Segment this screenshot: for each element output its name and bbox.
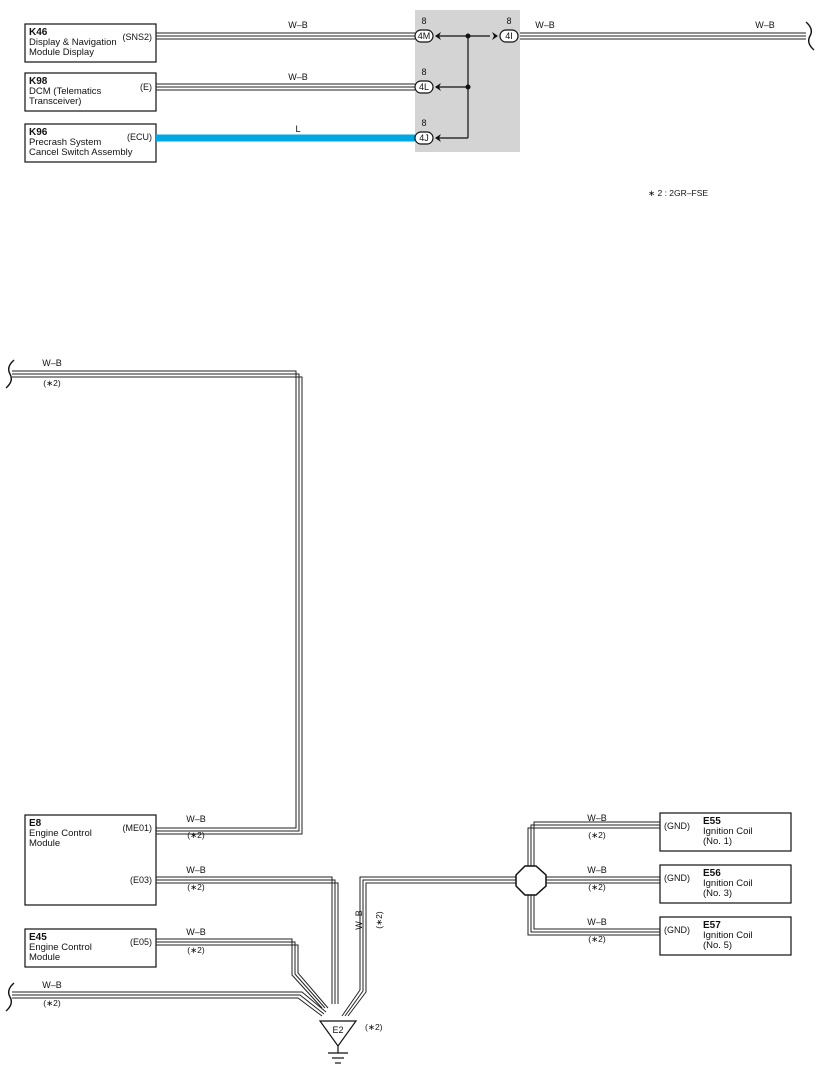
wire-color-label: W–B (755, 20, 775, 30)
wire-color-label: W–B (186, 814, 206, 824)
splice-octagon (515, 865, 547, 896)
component-code: E45 (29, 932, 47, 943)
component-k46: K46 Display & Navigation Module Display … (24, 23, 157, 63)
wire-note: (∗2) (43, 998, 61, 1008)
wire-e03 (156, 876, 339, 1004)
wire-break-icon (5, 359, 15, 389)
component-name: Module (29, 952, 60, 963)
pin-number: 8 (421, 67, 426, 77)
wire-top-left (12, 370, 303, 835)
component-e8: E8 Engine Control Module (ME01) (E03) (24, 814, 157, 906)
component-name: Engine Control (29, 828, 92, 839)
pin-number: 8 (421, 16, 426, 26)
wire-color-label: W–B (354, 910, 364, 930)
wire-e56 (546, 876, 660, 884)
pin-label: (E) (140, 82, 152, 92)
pin-label: (ECU) (127, 132, 152, 142)
wire-color-label: W–B (42, 980, 62, 990)
component-name: Ignition Coil (703, 826, 753, 837)
wire-note: (∗2) (588, 934, 606, 944)
component-e56: (GND) E56 Ignition Coil (No. 3) (659, 864, 792, 904)
splice-dot (465, 33, 471, 39)
component-name: (No. 1) (703, 836, 732, 847)
pin-label: (SNS2) (122, 32, 152, 42)
component-code: K46 (29, 27, 48, 38)
connector-4M: 4M 8 (414, 16, 441, 43)
wire-color-label: W–B (587, 865, 607, 875)
pin-number: 8 (506, 16, 511, 26)
wire-color-label: W–B (288, 72, 308, 82)
pin-label: (GND) (664, 925, 690, 935)
wire-output (520, 32, 806, 40)
wire-vertical (341, 876, 520, 1017)
component-name: Ignition Coil (703, 878, 753, 889)
component-e45: E45 Engine Control Module (E05) (24, 928, 157, 968)
connector-label: 4J (419, 133, 429, 143)
component-name: Transceiver) (29, 96, 81, 107)
component-k96: K96 Precrash System Cancel Switch Assemb… (24, 123, 157, 163)
wire-bottom-left (12, 991, 327, 1017)
component-code: E55 (703, 816, 721, 827)
wire-e05 (156, 938, 329, 1009)
ground-note: (∗2) (365, 1022, 383, 1032)
wire-note: (∗2) (588, 882, 606, 892)
component-name: (No. 3) (703, 888, 732, 899)
connector-4L: 4L 8 (414, 67, 441, 94)
wire-break-icon (805, 21, 815, 51)
splice-dot (465, 84, 471, 90)
component-e55: (GND) E55 Ignition Coil (No. 1) (659, 812, 792, 852)
wire-note: (∗2) (187, 945, 205, 955)
component-name: Precrash System (29, 137, 101, 148)
wire-note: (∗2) (187, 882, 205, 892)
wire-e57 (527, 893, 660, 936)
pin-label: (ME01) (122, 823, 152, 833)
component-code: K98 (29, 76, 48, 87)
component-k98: K98 DCM (Telematics Transceiver) (E) (24, 72, 157, 112)
wire-note: (∗2) (374, 911, 384, 929)
connector-label: 4I (505, 31, 513, 41)
pin-label: (GND) (664, 821, 690, 831)
component-code: E56 (703, 868, 721, 879)
wire-note: (∗2) (187, 830, 205, 840)
pin-label: (E05) (130, 937, 152, 947)
ground-label: E2 (332, 1025, 343, 1035)
component-name: Module (29, 838, 60, 849)
wire-e55 (527, 821, 660, 866)
wire-k46 (156, 32, 415, 40)
wire-color-label: W–B (535, 20, 555, 30)
component-e57: (GND) E57 Ignition Coil (No. 5) (659, 916, 792, 956)
wire-color-label: W–B (587, 917, 607, 927)
connector-4J: 4J 8 (414, 118, 441, 145)
footnote: ∗ 2 : 2GR–FSE (648, 188, 708, 198)
wire-color-label: W–B (186, 865, 206, 875)
wire-color-label: L (295, 124, 300, 134)
connector-label: 4L (419, 82, 429, 92)
component-code: E8 (29, 818, 42, 829)
connector-label: 4M (418, 31, 431, 41)
wire-color-label: W–B (288, 20, 308, 30)
pin-number: 8 (421, 118, 426, 128)
component-name: Cancel Switch Assembly (29, 147, 133, 158)
ground-e2: E2 (∗2) (318, 1020, 383, 1064)
wire-note: (∗2) (43, 378, 61, 388)
wire-color-label: W–B (587, 813, 607, 823)
wire-break-icon (5, 982, 15, 1012)
wire-color-label: W–B (186, 927, 206, 937)
component-code: E57 (703, 920, 721, 931)
pin-label: (E03) (130, 875, 152, 885)
component-name: (No. 5) (703, 940, 732, 951)
pin-label: (GND) (664, 873, 690, 883)
wire-color-label: W–B (42, 358, 62, 368)
component-name: DCM (Telematics (29, 86, 102, 97)
component-name: Engine Control (29, 942, 92, 953)
wire-k98 (156, 83, 415, 91)
component-code: K96 (29, 127, 48, 138)
component-name: Module Display (29, 47, 94, 58)
component-name: Ignition Coil (703, 930, 753, 941)
connector-4I: 4I 8 (492, 16, 519, 43)
wire-note: (∗2) (588, 830, 606, 840)
component-name: Display & Navigation (29, 37, 117, 48)
